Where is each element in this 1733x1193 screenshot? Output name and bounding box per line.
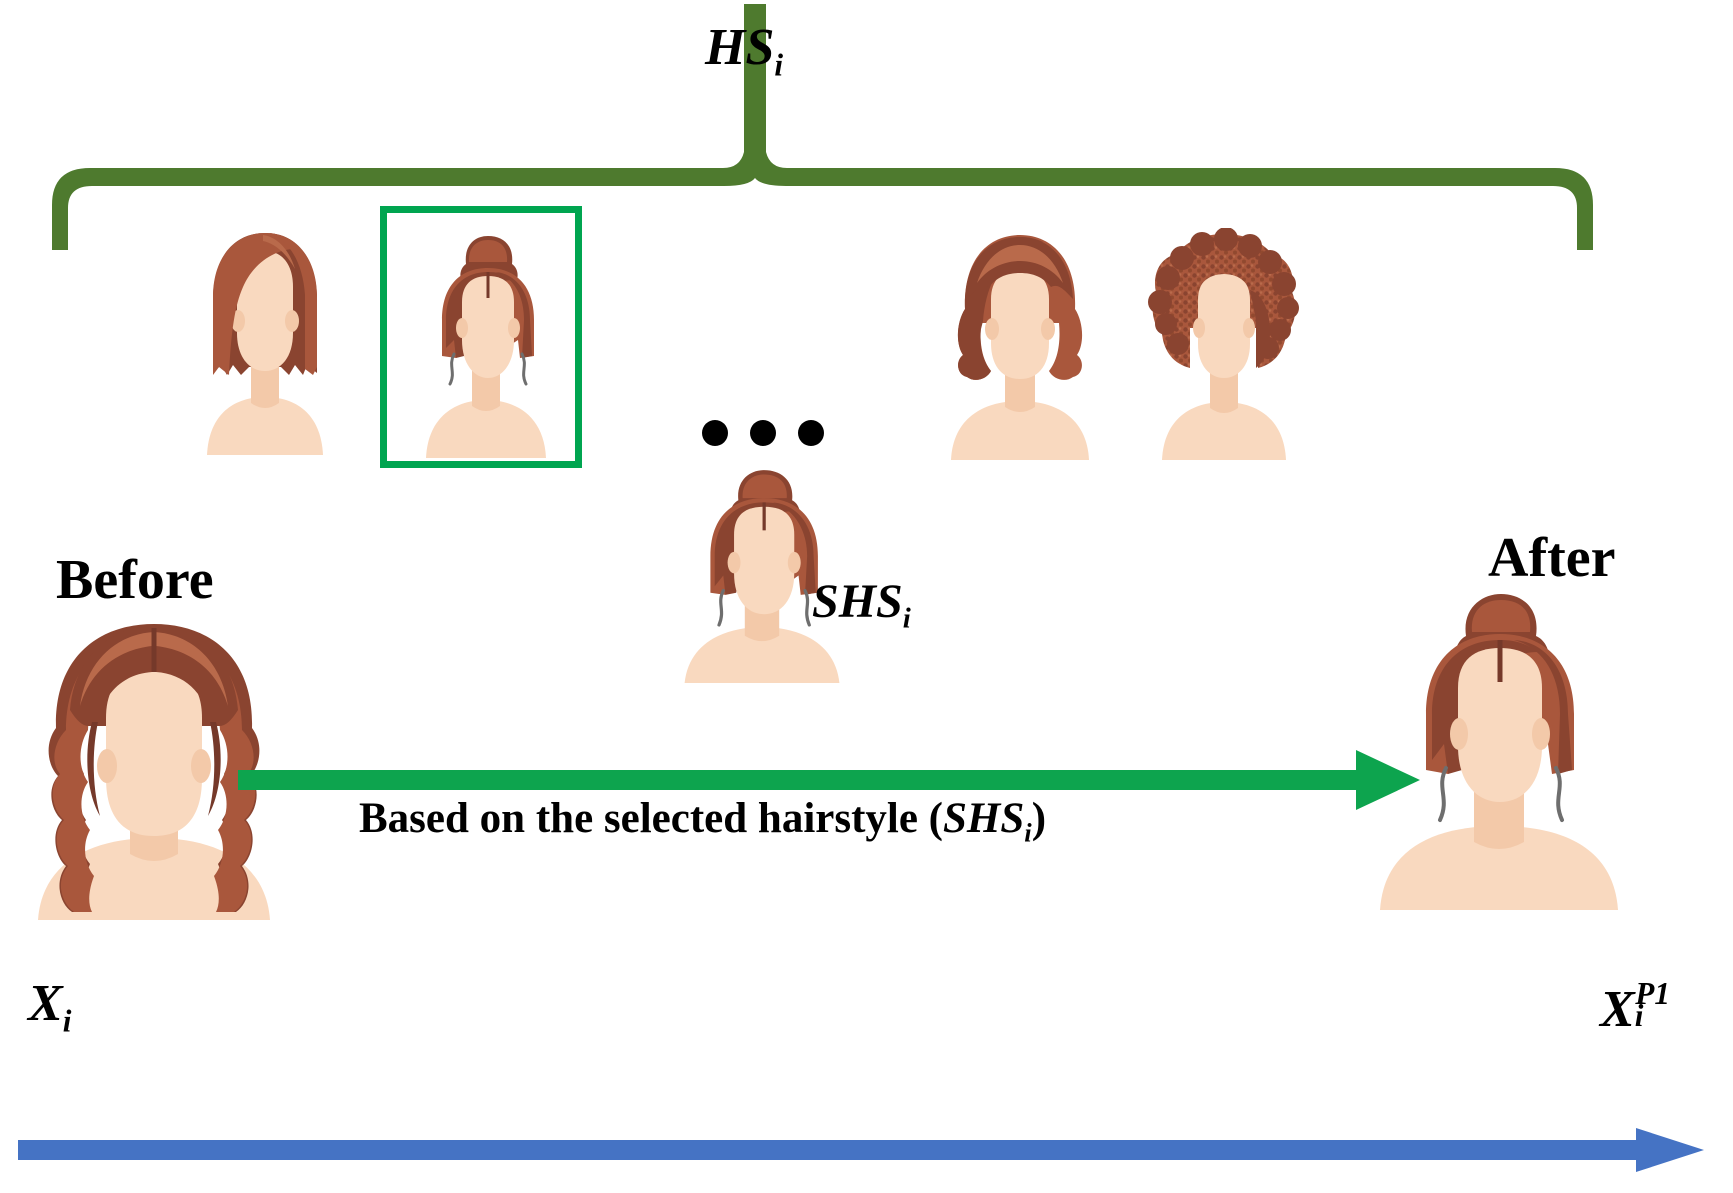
selected-hairstyle-label: SHSi (812, 578, 911, 633)
after-portrait (1374, 590, 1624, 910)
timeline-arrow (18, 1128, 1718, 1186)
hairstyle-option-wavy-bob[interactable] (925, 225, 1115, 460)
after-label: After (1488, 527, 1616, 589)
hairstyle-set-label: HSi (705, 22, 783, 81)
ellipsis-dot (702, 420, 728, 446)
transform-caption-suffix: ) (1031, 795, 1047, 842)
before-label: Before (56, 549, 214, 611)
transform-caption-math-base: SHS (943, 795, 1025, 842)
before-portrait (14, 610, 294, 920)
timeline-start-label: Xi (28, 978, 71, 1037)
timeline-end-label-sub: i (1634, 997, 1644, 1033)
transform-caption: Based on the selected hairstyle (SHSi) (359, 797, 1046, 846)
hairstyle-ellipsis (702, 420, 824, 446)
hairstyle-option-afro-curly[interactable] (1138, 228, 1310, 460)
hairstyle-set-brace (0, 0, 1733, 260)
selected-hairstyle-label-sub: i (902, 602, 911, 635)
transform-caption-prefix: Based on the selected hairstyle ( (359, 795, 944, 842)
timeline-start-label-base: X (28, 975, 63, 1032)
hairstyle-option-updo-bun[interactable] (406, 228, 566, 458)
hairstyle-set-label-sub: i (774, 47, 784, 83)
ellipsis-dot (750, 420, 776, 446)
selected-hairstyle-preview (676, 468, 848, 683)
transform-caption-math: SHSi (943, 795, 1032, 846)
timeline-end-label-sup: P1 (1635, 976, 1670, 1011)
timeline-end-label-base: X (1600, 980, 1635, 1038)
selected-hairstyle-box[interactable] (380, 206, 582, 468)
transform-arrow (238, 748, 1424, 818)
hairstyle-option-long-straight-bob[interactable] (185, 225, 345, 455)
selected-hairstyle-label-base: SHS (812, 575, 903, 628)
transform-caption-math-sub: i (1024, 817, 1032, 848)
ellipsis-dot (798, 420, 824, 446)
timeline-start-label-sub: i (62, 1003, 72, 1039)
hairstyle-set-label-base: HS (705, 19, 775, 76)
